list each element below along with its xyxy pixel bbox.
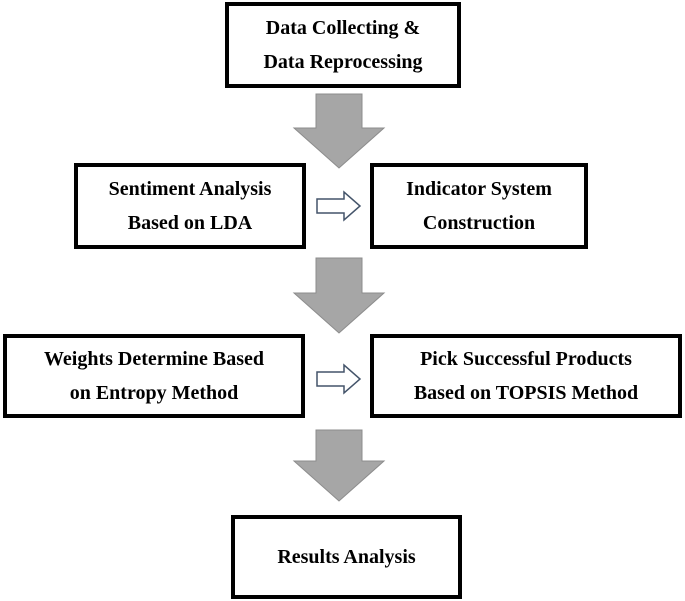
indicator-system-line-1: Indicator System [406,178,552,200]
data-collecting-label: Data Collecting & Data Reprocessing [263,11,422,79]
indicator-system-box: Indicator System Construction [370,163,588,249]
data-collecting-line-1: Data Collecting & [265,17,421,39]
sentiment-analysis-line-1: Sentiment Analysis [108,178,272,200]
indicator-system-line-2: Construction [422,212,536,234]
sentiment-analysis-line-2: Based on LDA [127,212,253,234]
sentiment-analysis-label: Sentiment Analysis Based on LDA [109,172,272,240]
weights-determine-box: Weights Determine Based on Entropy Metho… [3,334,305,418]
results-analysis-box: Results Analysis [231,515,462,599]
pick-products-box: Pick Successful Products Based on TOPSIS… [370,334,682,418]
down-arrow-2 [292,257,386,334]
pick-products-label: Pick Successful Products Based on TOPSIS… [414,342,638,410]
data-collecting-line-2: Data Reprocessing [263,51,423,73]
pick-products-line-1: Pick Successful Products [420,348,632,370]
results-analysis-label: Results Analysis [277,540,415,574]
down-arrow-1 [292,93,386,169]
indicator-system-label: Indicator System Construction [406,172,552,240]
results-analysis-line-1: Results Analysis [277,546,416,568]
sentiment-analysis-box: Sentiment Analysis Based on LDA [74,163,306,249]
weights-determine-line-1: Weights Determine Based [44,348,264,370]
weights-determine-line-2: on Entropy Method [69,382,239,404]
data-collecting-box: Data Collecting & Data Reprocessing [225,2,461,88]
down-arrow-3 [292,429,386,502]
right-arrow-1 [316,190,362,222]
weights-determine-label: Weights Determine Based on Entropy Metho… [44,342,264,410]
pick-products-line-2: Based on TOPSIS Method [413,382,639,404]
right-arrow-2 [316,363,362,395]
